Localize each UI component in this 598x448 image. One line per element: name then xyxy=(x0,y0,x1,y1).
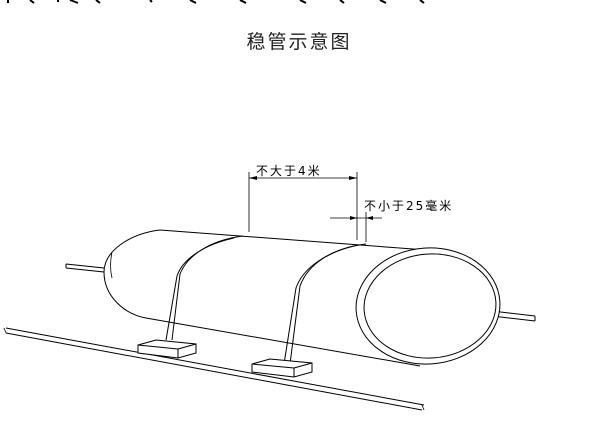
ground-rails xyxy=(3,327,425,411)
pipe-body xyxy=(103,229,441,367)
pipe-opening xyxy=(355,247,501,365)
anchor-block-right xyxy=(251,358,313,378)
dimension-spacing-label: 不大于4米 xyxy=(256,164,322,178)
clipped-top-text xyxy=(0,0,598,4)
anchor-strap-left xyxy=(165,235,244,341)
dimension-strap-gap: 不小于25毫米 xyxy=(330,198,453,242)
dimension-strap-spacing: 不大于4米 xyxy=(248,164,358,240)
anchor-strap-right xyxy=(283,243,367,365)
anchor-block-left xyxy=(137,339,197,359)
diagram-title: 稳管示意图 xyxy=(246,31,351,53)
left-pipe-stub xyxy=(65,263,105,273)
dimension-gap-label: 不小于25毫米 xyxy=(364,198,453,213)
